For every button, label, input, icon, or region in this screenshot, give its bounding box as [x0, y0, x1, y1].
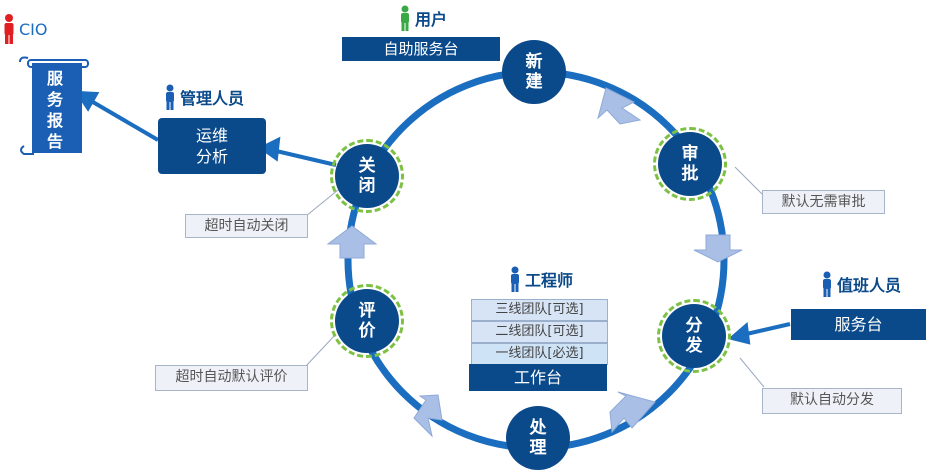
node-dispatch[interactable]: 分发 — [662, 304, 726, 368]
manager-role: 管理人员 — [180, 89, 245, 108]
node-create[interactable]: 新建 — [502, 40, 566, 104]
user-role: 用户 — [415, 10, 448, 29]
note-dispatch: 默认自动分发 — [762, 388, 902, 414]
workbench-box[interactable]: 工作台 — [469, 364, 607, 391]
arrow-handle-evaluate — [413, 394, 443, 438]
person-icon — [166, 84, 174, 110]
duty-role: 值班人员 — [837, 276, 902, 295]
engineer-label: 工程师 — [508, 266, 573, 292]
flow-arrows — [326, 87, 743, 438]
self-service-label: 自助服务台 — [383, 40, 459, 58]
workbench-label: 工作台 — [513, 368, 562, 387]
arrow-create-approve — [597, 87, 642, 125]
callout-lines — [305, 166, 765, 388]
cycle-ring — [344, 68, 728, 452]
engineer-role: 工程师 — [525, 271, 574, 290]
arrow-evaluate-close — [326, 225, 378, 259]
service-report-label: 服务报告 — [46, 69, 63, 151]
arrow-approve-dispatch — [693, 234, 743, 263]
ops-analysis-label: 运维分析 — [195, 126, 228, 166]
arrow-dispatch-handle — [609, 391, 656, 434]
note-evaluate: 超时自动默认评价 — [155, 365, 308, 391]
service-desk-box[interactable]: 服务台 — [791, 309, 926, 340]
connectors — [74, 90, 791, 345]
dispatch-halo — [657, 299, 731, 373]
manager-label: 管理人员 — [163, 84, 244, 110]
engineer-layer-1[interactable]: 一线团队[必选] — [471, 343, 608, 365]
duty-label: 值班人员 — [820, 271, 901, 297]
engineer-layer-3[interactable]: 三线团队[可选] — [471, 299, 608, 321]
person-icon — [401, 5, 409, 31]
approve-halo — [653, 127, 727, 201]
cio-role: CIO — [19, 19, 48, 39]
node-close[interactable]: 关闭 — [335, 144, 399, 208]
ops-analysis-box[interactable]: 运维分析 — [158, 118, 266, 174]
service-report-scroll[interactable]: 服务报告 — [14, 54, 94, 156]
close-halo — [330, 139, 404, 213]
person-icon — [823, 271, 831, 297]
self-service-box[interactable]: 自助服务台 — [342, 37, 500, 61]
node-evaluate[interactable]: 评价 — [335, 289, 399, 353]
user-label: 用户 — [398, 5, 447, 31]
node-handle[interactable]: 处理 — [506, 406, 570, 470]
scroll-icon — [19, 56, 89, 155]
service-desk-label: 服务台 — [834, 315, 883, 334]
cio-label: CIO — [2, 14, 47, 44]
note-close: 超时自动关闭 — [185, 214, 308, 238]
person-icon — [511, 266, 519, 292]
note-approve: 默认无需审批 — [762, 190, 885, 214]
node-approve[interactable]: 审批 — [658, 132, 722, 196]
engineer-layer-2[interactable]: 二线团队[可选] — [471, 321, 608, 343]
evaluate-halo — [330, 284, 404, 358]
person-icon — [4, 14, 14, 44]
